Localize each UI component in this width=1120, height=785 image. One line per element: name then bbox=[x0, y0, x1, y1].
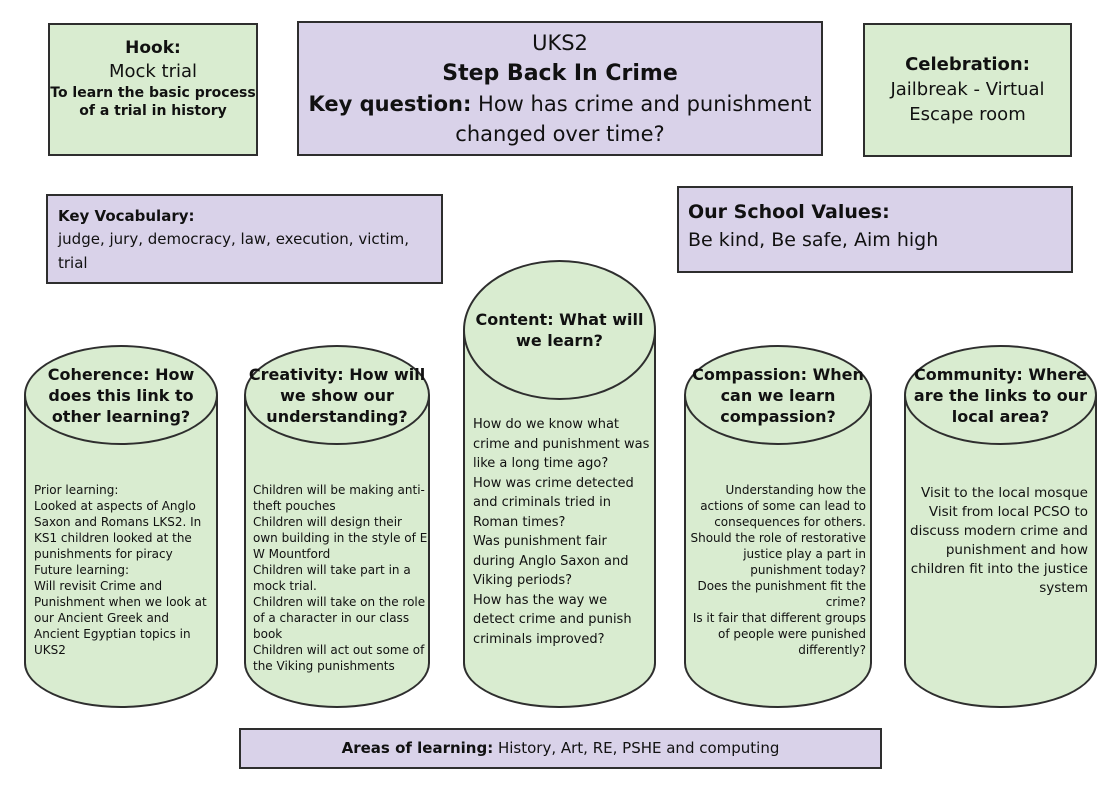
coherence-title: Coherence: How does this link to other l… bbox=[47, 364, 195, 426]
areas-of-learning-box: Areas of learning: History, Art, RE, PSH… bbox=[239, 728, 882, 769]
list-item: Is it fair that different groups of peop… bbox=[692, 611, 866, 657]
hook-detail: To learn the basic process of a trial in… bbox=[50, 85, 256, 119]
creativity-cylinder: Creativity: How will we show our underst… bbox=[244, 345, 430, 708]
values-text: Be kind, Be safe, Aim high bbox=[688, 229, 939, 251]
cylinder-body bbox=[244, 395, 430, 708]
hook-title: Hook: bbox=[125, 38, 181, 58]
list-item: Children will take part in a mock trial. bbox=[253, 563, 411, 593]
celebration-title: Celebration: bbox=[905, 54, 1030, 75]
list-item: Will revisit Crime and Punishment when w… bbox=[34, 579, 207, 657]
vocabulary-words: judge, jury, democracy, law, execution, … bbox=[58, 230, 410, 272]
community-text: Visit to the local mosque Visit from loc… bbox=[910, 484, 1088, 598]
list-item: Children will take on the role of a char… bbox=[253, 595, 426, 641]
values-box: Our School Values: Be kind, Be safe, Aim… bbox=[677, 186, 1073, 273]
content-text: How do we know what crime and punishment… bbox=[473, 415, 651, 649]
key-question: Key question: How has crime and punishme… bbox=[299, 89, 821, 149]
compassion-text: Understanding how the actions of some ca… bbox=[688, 452, 866, 658]
list-item: Visit from local PCSO to discuss modern … bbox=[910, 504, 1089, 596]
cylinder-top: Content: What will we learn? bbox=[463, 260, 656, 400]
creativity-text: Children will be making anti-theft pouch… bbox=[253, 482, 429, 674]
coherence-text: Prior learning: Looked at aspects of Ang… bbox=[34, 482, 212, 658]
areas-label: Areas of learning: bbox=[341, 739, 494, 757]
content-title: Content: What will we learn? bbox=[475, 310, 644, 350]
community-cylinder: Community: Where are the links to our lo… bbox=[904, 345, 1097, 708]
key-question-text: How has crime and punishment changed ove… bbox=[455, 92, 812, 146]
vocabulary-box: Key Vocabulary: judge, jury, democracy, … bbox=[46, 194, 443, 284]
content-cylinder: Content: What will we learn? How do we k… bbox=[463, 260, 656, 708]
list-item: Visit to the local mosque bbox=[921, 485, 1088, 501]
list-item: Children will design their own building … bbox=[253, 515, 428, 561]
list-item: How was crime detected and criminals tri… bbox=[473, 475, 634, 530]
hook-box: Hook: Mock trial To learn the basic proc… bbox=[48, 23, 258, 156]
compassion-cylinder: Compassion: When can we learn compassion… bbox=[684, 345, 872, 708]
list-item: Children will be making anti-theft pouch… bbox=[253, 483, 425, 513]
celebration-detail: Jailbreak - Virtual Escape room bbox=[890, 79, 1045, 125]
list-item: Future learning: bbox=[34, 563, 130, 577]
title-box: UKS2 Step Back In Crime Key question: Ho… bbox=[297, 21, 823, 156]
cylinder-top: Creativity: How will we show our underst… bbox=[244, 345, 430, 445]
hook-subtitle: Mock trial bbox=[108, 61, 198, 82]
list-item: Understanding how the actions of some ca… bbox=[700, 483, 866, 529]
vocabulary-title: Key Vocabulary: bbox=[58, 207, 195, 225]
creativity-title: Creativity: How will we show our underst… bbox=[248, 364, 426, 426]
cylinder-body bbox=[904, 395, 1097, 708]
cylinder-top: Community: Where are the links to our lo… bbox=[904, 345, 1097, 445]
values-title: Our School Values: bbox=[688, 201, 890, 223]
coherence-cylinder: Coherence: How does this link to other l… bbox=[24, 345, 218, 708]
list-item: Was punishment fair during Anglo Saxon a… bbox=[473, 534, 629, 588]
cylinder-top: Coherence: How does this link to other l… bbox=[24, 345, 218, 445]
year-group: UKS2 bbox=[532, 31, 588, 55]
list-item: How has the way we detect crime and puni… bbox=[473, 592, 632, 647]
list-item: Children will act out some of the Viking… bbox=[253, 643, 425, 673]
celebration-box: Celebration: Jailbreak - Virtual Escape … bbox=[863, 23, 1072, 157]
list-item: Should the role of restorative justice p… bbox=[690, 531, 866, 577]
compassion-title: Compassion: When can we learn compassion… bbox=[692, 364, 864, 426]
cylinder-top: Compassion: When can we learn compassion… bbox=[684, 345, 872, 445]
community-title: Community: Where are the links to our lo… bbox=[913, 364, 1088, 426]
list-item: How do we know what crime and punishment… bbox=[473, 417, 650, 471]
list-item: Prior learning: bbox=[34, 483, 119, 497]
list-item: Looked at aspects of Anglo Saxon and Rom… bbox=[34, 499, 202, 561]
key-question-label: Key question: bbox=[308, 92, 472, 116]
cylinder-body bbox=[24, 395, 218, 708]
areas-text: History, Art, RE, PSHE and computing bbox=[493, 739, 780, 757]
cylinder-body bbox=[684, 395, 872, 708]
topic-title: Step Back In Crime bbox=[442, 61, 678, 86]
list-item: Does the punishment fit the crime? bbox=[697, 579, 866, 609]
